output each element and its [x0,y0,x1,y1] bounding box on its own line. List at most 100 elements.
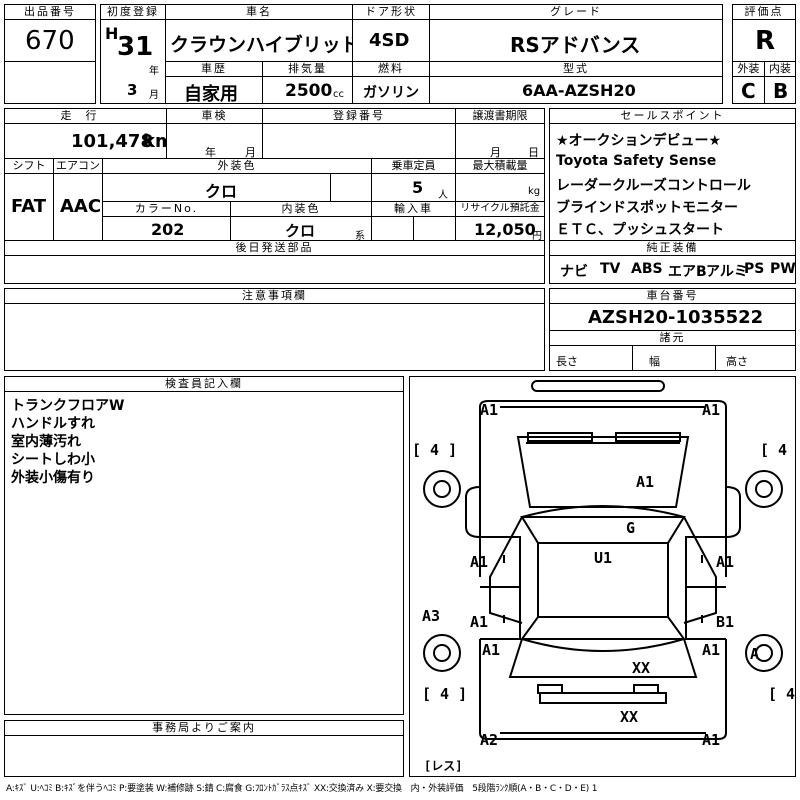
chassis-number: AZSH20-1035522 [588,307,764,328]
shift-header: シフト [4,158,54,174]
reg-year: 31 [117,32,154,62]
ext-header: 外装 [732,61,765,77]
name-header: 車名 [165,4,353,20]
import-header: 輸入車 [371,201,456,217]
month-unit: 月 [149,90,159,101]
grade-value: RSアドバンス [510,33,641,57]
load-cell: kg [455,173,545,202]
capacity-cell: 5 人 [371,173,456,202]
disp-header: 排気量 [262,61,353,77]
length-label: 長さ [556,355,578,368]
fuel-header: 燃料 [352,61,430,77]
door-type: 4SD [369,30,410,51]
damage-label: G [626,519,636,537]
width-cell: 幅 [632,345,716,371]
inspector-line: 室内薄汚れ [11,434,81,450]
height-label: 高さ [726,355,748,368]
damage-label: A1 [702,641,721,659]
dims-header: 諸元 [549,330,796,346]
inspector-cell: トランクフロアW ハンドルすれ 室内薄汚れ シートしわ小 外装小傷有り [4,391,404,715]
intcolor-cell: クロ 系 [230,216,372,241]
damage-label: A1 [702,401,721,419]
car-outline [423,380,783,740]
transfer-cell: 月 日 [455,123,545,159]
damage-label: A1 [716,553,735,571]
sales-header: セールスポイント [549,108,796,124]
damage-label: XX [620,708,639,726]
notes-cell [4,303,545,371]
door-header: ドア形状 [352,4,430,20]
lot-number: 670 [25,26,75,56]
colorno-value: 202 [151,220,185,239]
sales-item: ＥＴＣ、プッシュスタート [556,222,724,238]
intcolor-value: クロ [285,222,316,240]
height-cell: 高さ [715,345,796,371]
later-cell [4,255,545,284]
inspector-header: 検査員記入欄 [4,376,404,392]
damage-label: A [750,645,760,663]
ext-score: C [741,79,756,103]
inspect-header: 車検 [166,108,263,124]
year-unit: 年 [149,66,159,77]
chassis-cell: AZSH20-1035522 [549,303,796,331]
damage-label: A1 [480,401,499,419]
damage-label: U1 [594,549,613,567]
lot-cell: 670 [4,19,96,62]
office-cell [4,735,404,777]
import-cell-2 [413,216,456,241]
lot-blank [4,61,96,104]
shift-value: FAT [11,196,47,217]
intcolor-header: 内装色 [230,201,372,217]
car-name: クラウンハイブリッド [170,34,353,56]
ac-value: AAC [60,196,102,217]
transfer-month-unit: 月 [490,146,501,159]
equip-item: エアB [668,264,707,280]
mileage-unit: km [143,131,166,152]
spare-tire-label: [レス] [424,759,463,773]
damage-label: A1 [470,553,489,571]
reg-month: 3 [127,81,138,99]
color-header: 外装色 [102,158,372,174]
inspector-line: 外装小傷有り [11,470,95,486]
inspect-month-unit: 月 [245,146,256,159]
damage-label: A2 [480,731,499,749]
fuel-cell: ガソリン [352,76,430,104]
score-header: 評価点 [732,4,796,20]
reg-header: 登録番号 [262,108,456,124]
grade-header: グレード [429,4,723,20]
notes-header: 注意事項欄 [4,288,545,304]
name-cell: クラウンハイブリッド [165,19,353,62]
recycle-cell: 12,050 円 [455,216,545,241]
disp-value: 2500 [285,81,333,101]
mileage-header: 走行 [4,108,167,124]
legend: A:ｷｽﾞ U:ﾍｺﾐ B:ｷｽﾞを伴うﾍｺﾐ P:要塗装 W:補修跡 S:錆 … [6,784,598,794]
damage-label: A1 [702,731,721,749]
tire-label: [ 4 ] [422,685,468,703]
disp-cell: 2500 cc [262,76,353,104]
shift-cell: FAT [4,173,54,241]
inspector-line: ハンドルすれ [11,416,95,432]
first-reg-cell: H 31 年 3 月 [100,19,166,104]
damage-label: A1 [470,613,489,631]
first-reg-header: 初度登録 [100,4,166,20]
capacity-unit: 人 [438,190,448,201]
ac-cell: AAC [53,173,103,241]
history-value: 自家用 [184,84,238,104]
load-unit: kg [528,186,541,197]
office-header: 事務局よりご案内 [4,720,404,736]
colorno-cell: 202 [102,216,231,241]
load-header: 最大積載量 [455,158,545,174]
damage-label: A3 [422,607,441,625]
color-value: クロ [205,182,238,201]
mileage-cell: 101,478 km [4,123,167,159]
capacity-header: 乗車定員 [371,158,456,174]
capacity-value: 5 [412,178,424,197]
reg-cell [262,123,456,159]
int-header: 内装 [764,61,796,77]
equip-item: ナビ [560,264,588,280]
color-cell: クロ [102,173,331,202]
tire-label: [ 4 ] [412,441,458,459]
recycle-value: 12,050 [474,220,536,239]
equip-item: TV [600,261,621,277]
chassis-header: 車台番号 [549,288,796,304]
